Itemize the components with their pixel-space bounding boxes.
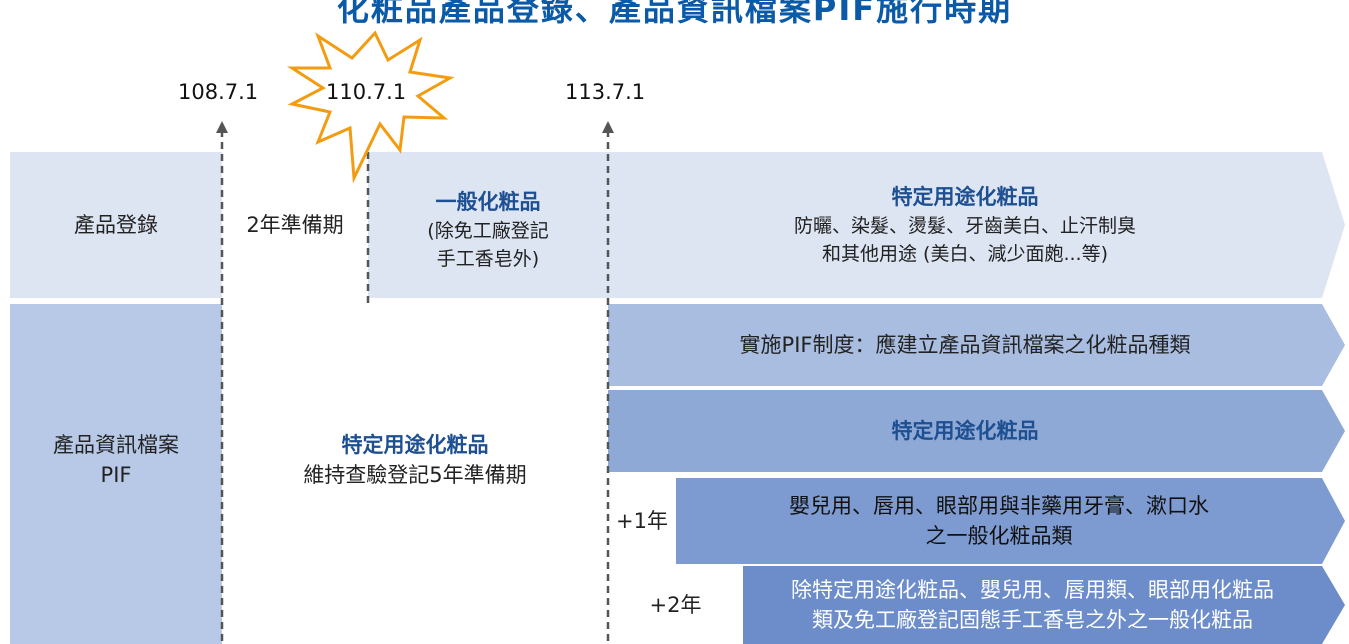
plus2-cell: +2年 bbox=[608, 566, 743, 644]
pif-other-line-2: 類及免工廠登記固態手工香皂之外之一般化粧品 bbox=[812, 608, 1253, 632]
pif-row-bg bbox=[10, 304, 222, 644]
registration-specific-cell: 特定用途化粧品 防曬、染髮、燙髮、牙齒美白、止汗制臭 和其他用途 (美白、減少面… bbox=[608, 170, 1322, 280]
pif-label-2: PIF bbox=[100, 463, 132, 487]
pif-middle-cell: 特定用途化粧品 維持查驗登記5年準備期 bbox=[222, 420, 608, 500]
plus2-label: +2年 bbox=[649, 593, 702, 617]
plus1-bg bbox=[608, 478, 676, 564]
plus1-cell: +1年 bbox=[606, 478, 678, 564]
pif-baby-arrow bbox=[676, 478, 1345, 564]
pif-baby-cell: 嬰兒用、唇用、眼部用與非藥用牙膏、漱口水 之一般化粧品類 bbox=[676, 480, 1322, 562]
registration-general-note-1: (除免工廠登記 bbox=[427, 220, 549, 242]
starburst-icon bbox=[286, 30, 455, 184]
pif-label-1: 產品資訊檔案 bbox=[53, 433, 179, 457]
registration-specific-title: 特定用途化粧品 bbox=[891, 185, 1039, 209]
registration-general-bg bbox=[368, 152, 608, 298]
pif-middle-title: 特定用途化粧品 bbox=[341, 433, 489, 457]
registration-row-bg bbox=[10, 152, 222, 298]
registration-label-cell: 產品登錄 bbox=[10, 152, 222, 298]
registration-specific-line-2: 和其他用途 (美白、減少面皰...等) bbox=[822, 243, 1108, 265]
registration-specific-line-1: 防曬、染髮、燙髮、牙齒美白、止汗制臭 bbox=[793, 215, 1136, 237]
pif-baby-line-2: 之一般化粧品類 bbox=[925, 524, 1073, 548]
registration-general-cell: 一般化粧品 (除免工廠登記 手工香皂外) bbox=[368, 170, 608, 290]
pif-implement-arrow bbox=[608, 304, 1345, 386]
plus2-bg bbox=[608, 566, 743, 644]
plus1-label: +1年 bbox=[616, 509, 668, 533]
pif-baby-line-1: 嬰兒用、唇用、眼部用與非藥用牙膏、漱口水 bbox=[789, 494, 1209, 518]
registration-label: 產品登錄 bbox=[74, 213, 158, 237]
date-110: 110.7.1 bbox=[326, 80, 407, 104]
date-113: 113.7.1 bbox=[565, 80, 646, 104]
pif-middle-text: 維持查驗登記5年準備期 bbox=[303, 463, 527, 487]
pif-specific-title: 特定用途化粧品 bbox=[891, 419, 1039, 443]
pif-implement-text: 實施PIF制度：應建立產品資訊檔案之化粧品種類 bbox=[739, 333, 1191, 357]
registration-prep: 2年準備期 bbox=[246, 213, 344, 237]
registration-general-title: 一般化粧品 bbox=[435, 190, 541, 214]
pif-specific-cell: 特定用途化粧品 bbox=[608, 390, 1322, 472]
pif-other-line-1: 除特定用途化粧品、嬰兒用、唇用類、眼部用化粧品 bbox=[791, 578, 1274, 602]
registration-prep-cell: 2年準備期 bbox=[222, 152, 368, 298]
registration-prep-bg bbox=[222, 152, 368, 298]
page-title: 化粧品產品登錄、產品資訊檔案PIF施行時期 bbox=[336, 0, 1013, 28]
pif-other-cell: 除特定用途化粧品、嬰兒用、唇用類、眼部用化粧品 類及免工廠登記固態手工香皂之外之… bbox=[743, 568, 1322, 642]
registration-specific-arrow bbox=[608, 152, 1345, 298]
pif-specific-arrow bbox=[608, 390, 1345, 472]
date-108: 108.7.1 bbox=[178, 80, 259, 104]
pif-label-cell: 產品資訊檔案 PIF bbox=[10, 420, 222, 500]
pif-middle-bg bbox=[222, 304, 608, 644]
pif-implement-cell: 實施PIF制度：應建立產品資訊檔案之化粧品種類 bbox=[608, 304, 1322, 386]
pif-other-arrow bbox=[743, 566, 1345, 644]
registration-general-note-2: 手工香皂外) bbox=[436, 248, 540, 270]
